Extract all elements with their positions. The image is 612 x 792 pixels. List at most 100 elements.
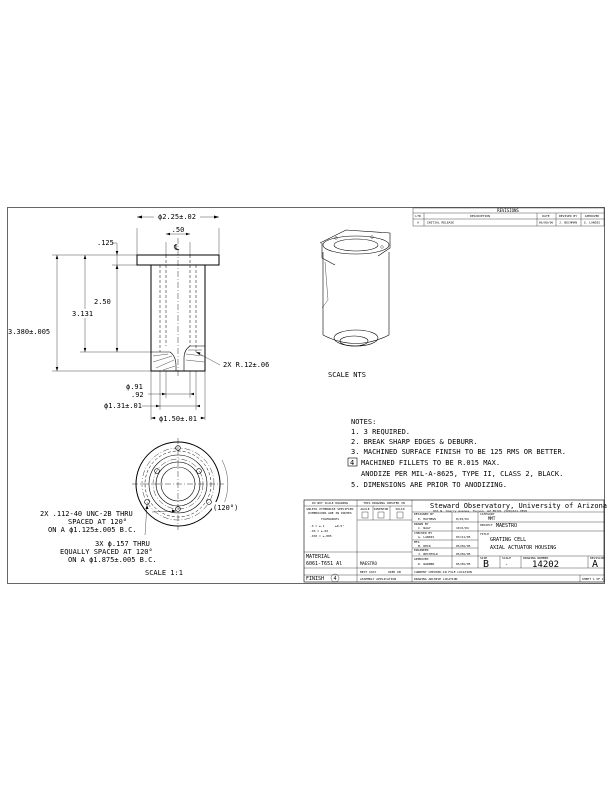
rev-row-ltr: A [417, 221, 419, 225]
tb-material: 6061-T651 Al [306, 561, 342, 567]
notes: NOTES: 1. 3 REQUIRED. 2. BREAK SHARP EDG… [347, 418, 566, 489]
tb-size-lbl: SIZE [480, 556, 487, 560]
tb-drawn-by-lbl: DRAWN BY [414, 522, 429, 526]
tb-tol-ang: ±0.5° [335, 524, 344, 528]
end-view: (120°) 2X .112-40 UNC-2B THRU SPACED AT … [40, 438, 242, 577]
tb-title-2: AXIAL ACTUATOR HOUSING [490, 545, 556, 551]
tap-note-3: ON A ϕ1.125±.005 B.C. [48, 526, 137, 534]
tb-designed-date: 8/03/04 [456, 517, 469, 521]
tb-category-lbl: CATEGORY [480, 512, 495, 516]
dim-50: .50 [172, 226, 185, 234]
tb-finish-flag: 4 [334, 576, 337, 582]
tb-assembly-app: ASSEMBLY APPLICATION [360, 577, 396, 581]
tb-designed-by: E. MATHEWS [418, 517, 436, 521]
scale-1-1: SCALE 1:1 [145, 569, 183, 577]
title-block: DO NOT SCALE DRAWING UNLESS OTHERWISE SP… [303, 499, 607, 583]
note-5: 5. DIMENSIONS ARE PRIOR TO ANODIZING. [351, 481, 507, 489]
tb-project-lbl: PROJECT [480, 523, 493, 527]
tb-drawing-created: THIS DRAWING CREATED IN [363, 501, 405, 505]
rev-row-date: 06/08/06 [539, 221, 554, 225]
rev-row-approved: G. LANDIS [584, 221, 600, 225]
tb-approved: D. WARNER [418, 562, 434, 566]
tb-loc-1: CURRENT CHECKED-IN FILE LOCATION [414, 570, 472, 574]
tb-next-assy-val: MAESTRO [360, 561, 377, 566]
tb-engineer: J. BECHTOLD [418, 552, 438, 556]
dim-angle: (120°) [213, 504, 238, 512]
rev-row-desc: INITIAL RELEASE [427, 221, 454, 225]
tb-addr: 933 N. Cherry Avenue, Tucson, AZ 85721 (… [433, 509, 527, 513]
tb-no-scale: DO NOT SCALE DRAWING [312, 501, 348, 505]
rev-header-date: DATE [542, 214, 549, 218]
centerline-symbol: ℄ [173, 243, 180, 252]
dim-bore-131: ϕ1.31±.01 [104, 402, 142, 410]
tb-title-lbl: TITLE [480, 532, 489, 536]
tb-finish-label: FINISH [306, 576, 324, 582]
tb-dwg: 14202 [532, 560, 559, 570]
tb-sheet: SHEET 1 OF 1 [582, 577, 604, 581]
tb-used-on: USED ON [388, 570, 401, 574]
tb-scale-lbl: SCALE [502, 556, 511, 560]
tb-inventor: INVENTOR [374, 507, 389, 511]
tb-rev-lbl: REVISION [590, 556, 605, 560]
note-2: 2. BREAK SHARP EDGES & DEBURR. [351, 438, 477, 446]
sheet-border [7, 207, 605, 584]
section-view: ℄ ϕ2.25±.02 .50 .125 2.50 3.13 [8, 211, 269, 423]
tb-mfg-date: 05/06/05 [456, 544, 471, 548]
revisions-title: REVISIONS [497, 208, 519, 213]
tb-drawn-by: C. NAGY [418, 526, 431, 530]
tb-checked-date: 03/21/05 [456, 535, 471, 539]
tb-approved-lbl: APPROVED [414, 557, 429, 561]
note-4: MACHINED FILLETS TO BE R.015 MAX. [361, 459, 500, 467]
hole-note-3: ON A ϕ1.875±.005 B.C. [68, 556, 157, 564]
rev-header-desc: DESCRIPTION [470, 214, 490, 218]
dim-3380: 3.380±.005 [8, 328, 50, 336]
tb-tol-x: .X = ±.1 [310, 524, 325, 528]
note-4-flag-num: 4 [350, 459, 354, 467]
tb-mfg-lbl: MFG [414, 540, 420, 544]
rev-header-revby: REVISED BY [559, 214, 577, 218]
note-4-flag [347, 457, 358, 467]
scale-nts: SCALE NTS [328, 371, 366, 379]
tb-title-1: GRATING CELL [490, 537, 526, 543]
dim-125: .125 [97, 239, 114, 247]
tb-engineer-lbl: ENGINEER [414, 548, 429, 552]
note-1: 1. 3 REQUIRED. [351, 428, 410, 436]
hole-note-1: 3X ϕ.157 THRU [95, 540, 150, 548]
tb-rev: A [592, 559, 598, 570]
tb-tolerances: TOLERANCES [321, 517, 339, 521]
tb-engineer-date: 05/06/05 [456, 552, 471, 556]
tb-org: Steward Observatory, University of Arizo… [430, 502, 607, 510]
tb-material-label: MATERIAL [306, 554, 330, 560]
tb-dims-in: DIMENSIONS ARE IN INCHES [308, 511, 352, 515]
dim-250: 2.50 [94, 298, 111, 306]
tb-dwg-lbl: DRAWING NUMBER [523, 556, 548, 560]
note-3: 3. MACHINED SURFACE FINISH TO BE 125 RMS… [351, 448, 566, 456]
rev-row-revby: J. BECHMAN [559, 221, 577, 225]
tb-agile: AGILE [360, 507, 369, 511]
rev-header-approved: APPROVED [585, 214, 600, 218]
tb-size: B [483, 559, 489, 570]
tb-designed-by-lbl: DESIGNED BY [414, 512, 434, 516]
note-4b: ANODIZE PER MIL-A-8625, TYPE II, CLASS 2… [361, 470, 563, 478]
tb-unless: UNLESS OTHERWISE SPECIFIED [307, 507, 354, 511]
dim-od: ϕ2.25±.02 [158, 213, 196, 221]
revisions-block: REVISIONS LTR DESCRIPTION DATE REVISED B… [412, 207, 605, 227]
rev-header-ltr: LTR [415, 214, 421, 218]
tap-note-1: 2X .112-40 UNC-2B THRU [40, 510, 133, 518]
tap-note-2: SPACED AT 120° [68, 518, 127, 526]
hole-note-2: EQUALLY SPACED AT 120° [60, 548, 153, 556]
tb-scale: - [505, 562, 508, 568]
tb-solid: SOLID [395, 507, 404, 511]
isometric-view: SCALE NTS [319, 229, 391, 379]
tb-next-assy: NEXT ASSY [360, 570, 376, 574]
tb-project: MAESTRO [496, 523, 517, 529]
dim-bore-91: ϕ.91 [126, 383, 143, 391]
tb-mfg: M. REID [418, 544, 431, 548]
dim-bore-92: .92 [131, 391, 144, 399]
tb-tol-xxx: .XXX = ±.005 [310, 534, 332, 538]
notes-title: NOTES: [351, 418, 376, 426]
dim-fillet: 2X R.12±.06 [223, 361, 269, 369]
tb-category: MMT [488, 516, 496, 521]
tb-tol-xx: .XX = ±.02 [310, 529, 328, 533]
